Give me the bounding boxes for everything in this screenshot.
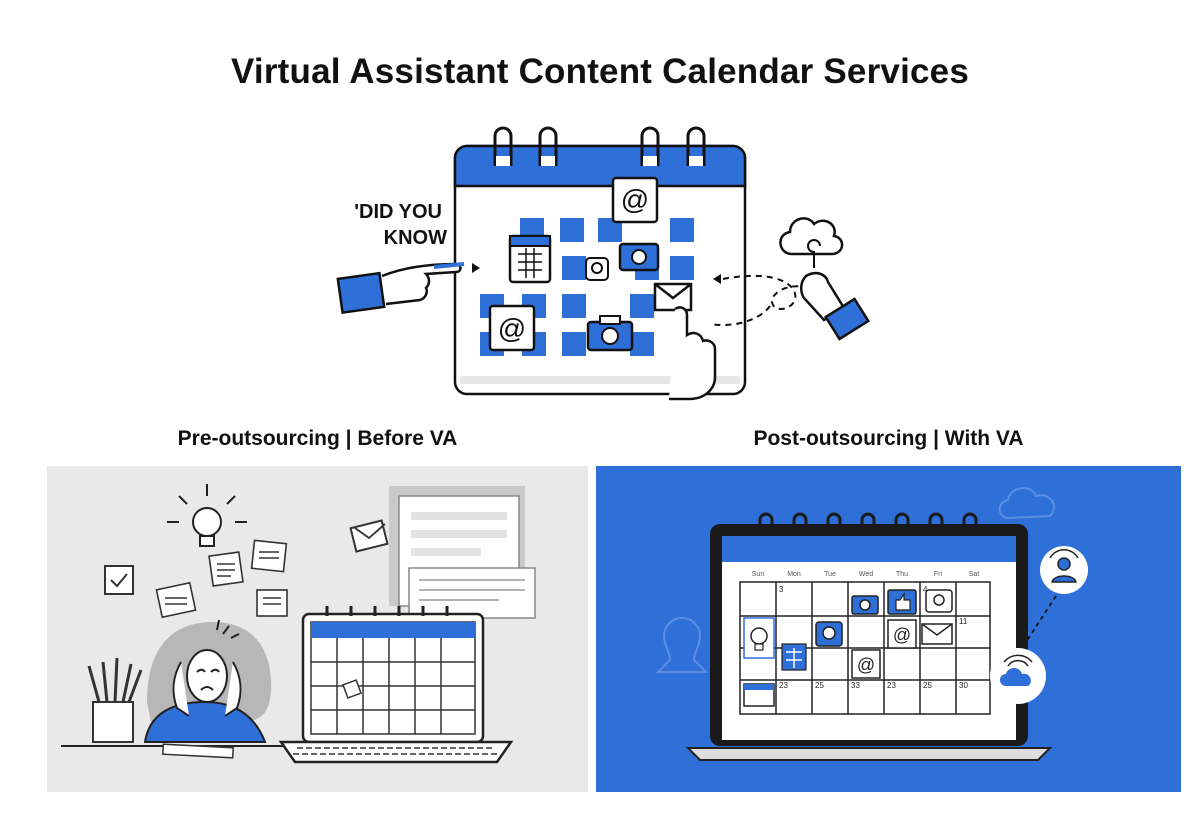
camera-icon — [851, 595, 879, 615]
at-icon: @ — [887, 619, 917, 649]
hero-illustration: @ @ — [336, 126, 871, 401]
weekday-label: Mon — [787, 571, 801, 578]
thumbs-up-icon — [887, 589, 917, 615]
checkbox-icon — [104, 565, 134, 595]
person-icon — [655, 617, 709, 673]
day-number: 30 — [959, 681, 968, 690]
weekday-label: Sun — [752, 571, 765, 578]
touch-hand — [669, 306, 717, 401]
with-va-panel: Sun Mon Tue Wed Thu Fri Sat 3 4 11 23 25 — [596, 466, 1181, 792]
svg-text:@: @ — [857, 655, 875, 675]
sticky-notes — [155, 539, 288, 619]
cloud-icon — [990, 648, 1046, 704]
weekday-label: Sat — [969, 571, 980, 578]
calendar-icon — [781, 643, 807, 671]
search-bubble-icon — [585, 257, 609, 281]
after-va-label: Post-outsourcing | With VA — [753, 427, 1024, 450]
va-avatar — [1040, 546, 1088, 594]
at-icon: @ — [488, 304, 536, 352]
did-you-know-callout: 'DID YOU KNOW — [354, 201, 447, 249]
pencil-cup-icon — [87, 657, 143, 743]
svg-text:@: @ — [498, 313, 526, 344]
weekday-label: Thu — [896, 571, 908, 578]
right-hand — [800, 271, 871, 341]
envelope-icon — [349, 519, 389, 553]
day-number: 3 — [779, 585, 784, 594]
envelope-icon — [743, 683, 775, 707]
envelope-icon — [921, 623, 953, 645]
page-title: Virtual Assistant Content Calendar Servi… — [230, 52, 969, 91]
cloud-icon — [779, 217, 844, 268]
stressed-person — [143, 619, 272, 743]
before-va-illustration — [61, 484, 536, 764]
weekday-label: Fri — [934, 571, 943, 578]
lightbulb-icon — [167, 484, 247, 547]
callout-line1: 'DID YOU — [354, 201, 442, 223]
at-icon: @ — [611, 176, 659, 224]
calendar-grid — [739, 581, 991, 715]
day-number: 25 — [923, 681, 932, 690]
day-number: 25 — [815, 681, 824, 690]
camera-icon — [586, 315, 634, 352]
laptop — [278, 606, 514, 764]
with-va-illustration: Sun Mon Tue Wed Thu Fri Sat 3 4 11 23 25 — [655, 487, 1088, 761]
search-bubble-icon — [925, 589, 953, 613]
envelope-icon — [653, 282, 693, 312]
svg-text:@: @ — [893, 625, 911, 645]
sync-line — [1025, 595, 1057, 643]
before-va-label: Pre-outsourcing | Before VA — [177, 427, 458, 450]
search-bubble-icon — [815, 621, 843, 647]
day-number: 4 — [923, 585, 928, 594]
day-number: 23 — [779, 681, 788, 690]
day-number: 33 — [851, 681, 860, 690]
wifi-icon — [1003, 654, 1033, 667]
dashed-flow-line — [709, 274, 804, 326]
lightbulb-icon — [743, 617, 775, 659]
camera-icon — [618, 242, 660, 272]
before-va-panel — [47, 466, 588, 792]
arrow-head — [713, 274, 721, 284]
weekday-label: Wed — [859, 571, 873, 578]
weekday-label: Tue — [824, 571, 836, 578]
day-number: 23 — [887, 681, 896, 690]
at-icon: @ — [851, 649, 881, 679]
callout-line2: KNOW — [384, 227, 447, 249]
svg-text:@: @ — [621, 184, 649, 215]
day-number: 11 — [959, 617, 968, 626]
hero-calendar: @ @ — [453, 126, 747, 401]
calendar-icon — [508, 234, 552, 284]
pointing-hand — [336, 262, 480, 315]
laptop: Sun Mon Tue Wed Thu Fri Sat 3 4 11 23 25 — [685, 512, 1053, 761]
